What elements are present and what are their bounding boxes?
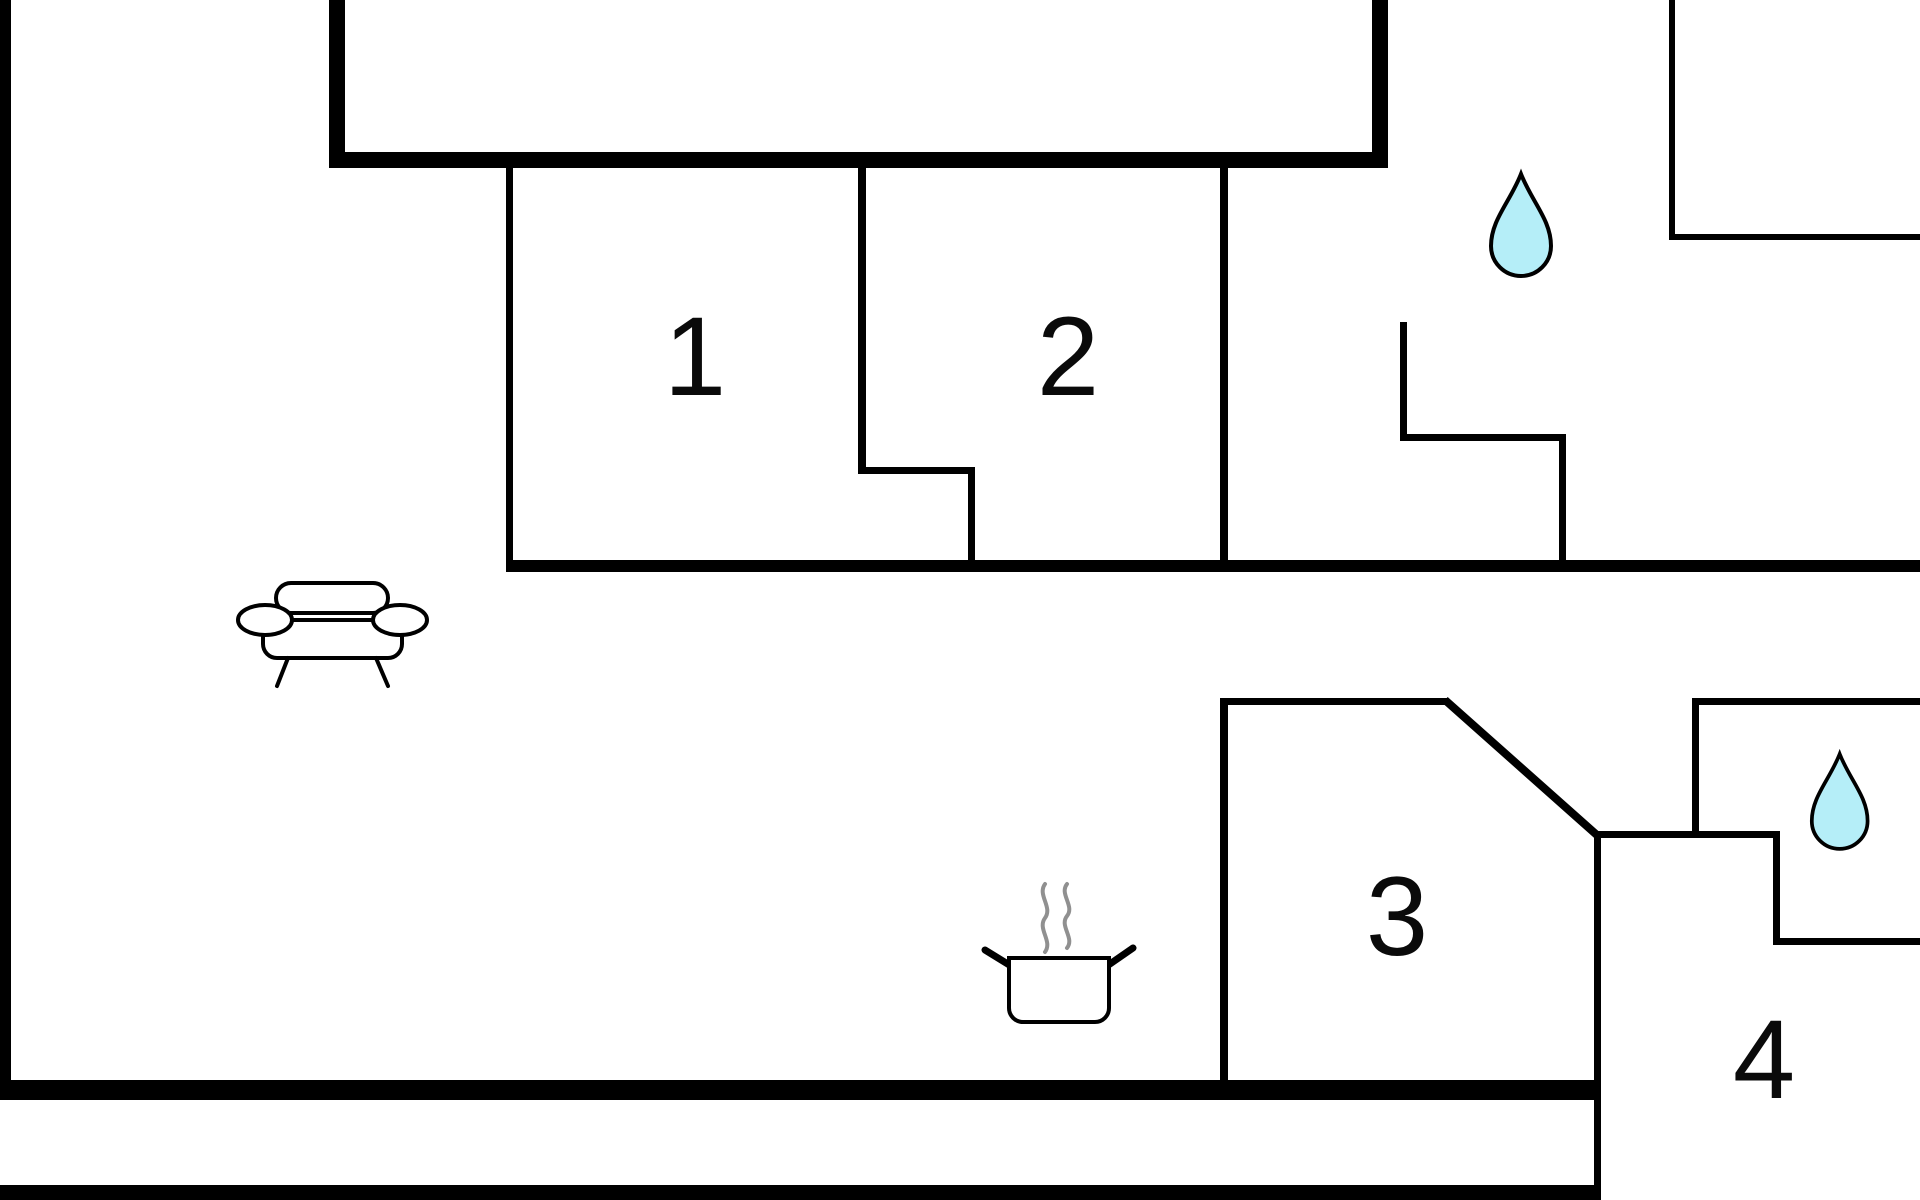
wall-divider-step-horizontal <box>858 467 975 474</box>
wall-closet-bottom <box>1669 234 1920 240</box>
steam-wave-icon <box>1040 882 1050 954</box>
wall-room2-right <box>1220 168 1228 572</box>
sofa-armrest-left <box>236 603 294 637</box>
room-3-label: 3 <box>1366 854 1428 979</box>
sofa-icon <box>236 581 429 688</box>
water-drop-shape <box>1488 168 1554 278</box>
wall-bath4-top <box>1692 698 1920 705</box>
sofa-leg-left <box>275 656 290 688</box>
sofa-seat <box>261 618 404 660</box>
wall-closet-left <box>1669 0 1675 240</box>
pot-handle-right <box>1103 944 1137 970</box>
wall-room3-room4-divider <box>1594 831 1601 1200</box>
steam-wave-icon <box>1062 882 1072 950</box>
cooking-pot-icon <box>981 882 1137 1024</box>
room-4-label: 4 <box>1733 997 1795 1122</box>
wall-bottom-main <box>0 1080 1601 1100</box>
wall-rooms-bottom <box>506 560 1920 572</box>
pot-body <box>1007 956 1111 1024</box>
water-drop-icon <box>1809 748 1870 851</box>
wall-bottom-edge <box>0 1185 1601 1200</box>
wall-bath-partition-vertical-bottom <box>1559 434 1566 572</box>
room-1-label: 1 <box>664 294 726 419</box>
sofa-backrest <box>274 581 390 615</box>
water-drop-shape <box>1809 748 1870 851</box>
water-drop-icon <box>1488 168 1554 278</box>
room-2-label: 2 <box>1037 294 1099 419</box>
wall-room3-diagonal <box>1442 697 1601 839</box>
wall-notch-bottom <box>329 152 1388 168</box>
wall-room3-left <box>1220 698 1228 1090</box>
pot-handle-left <box>981 946 1015 970</box>
wall-room1-left <box>506 168 513 572</box>
sofa-armrest-right <box>371 603 429 637</box>
wall-notch-left <box>329 0 345 168</box>
wall-bath4-bottom <box>1773 938 1920 945</box>
wall-room3-top <box>1220 698 1448 705</box>
wall-bath4-step-vertical <box>1773 831 1780 945</box>
wall-notch-right <box>1372 0 1388 168</box>
wall-outer-left <box>0 0 11 1100</box>
wall-divider-room1-room2 <box>858 168 866 474</box>
wall-divider-step-vertical <box>968 467 975 572</box>
sofa-leg-right <box>374 656 390 688</box>
wall-bath4-mid-horizontal <box>1594 831 1780 838</box>
wall-bath4-left <box>1692 698 1699 838</box>
wall-bath-partition-vertical-top <box>1400 322 1407 441</box>
wall-bath-partition-horizontal <box>1400 434 1566 441</box>
